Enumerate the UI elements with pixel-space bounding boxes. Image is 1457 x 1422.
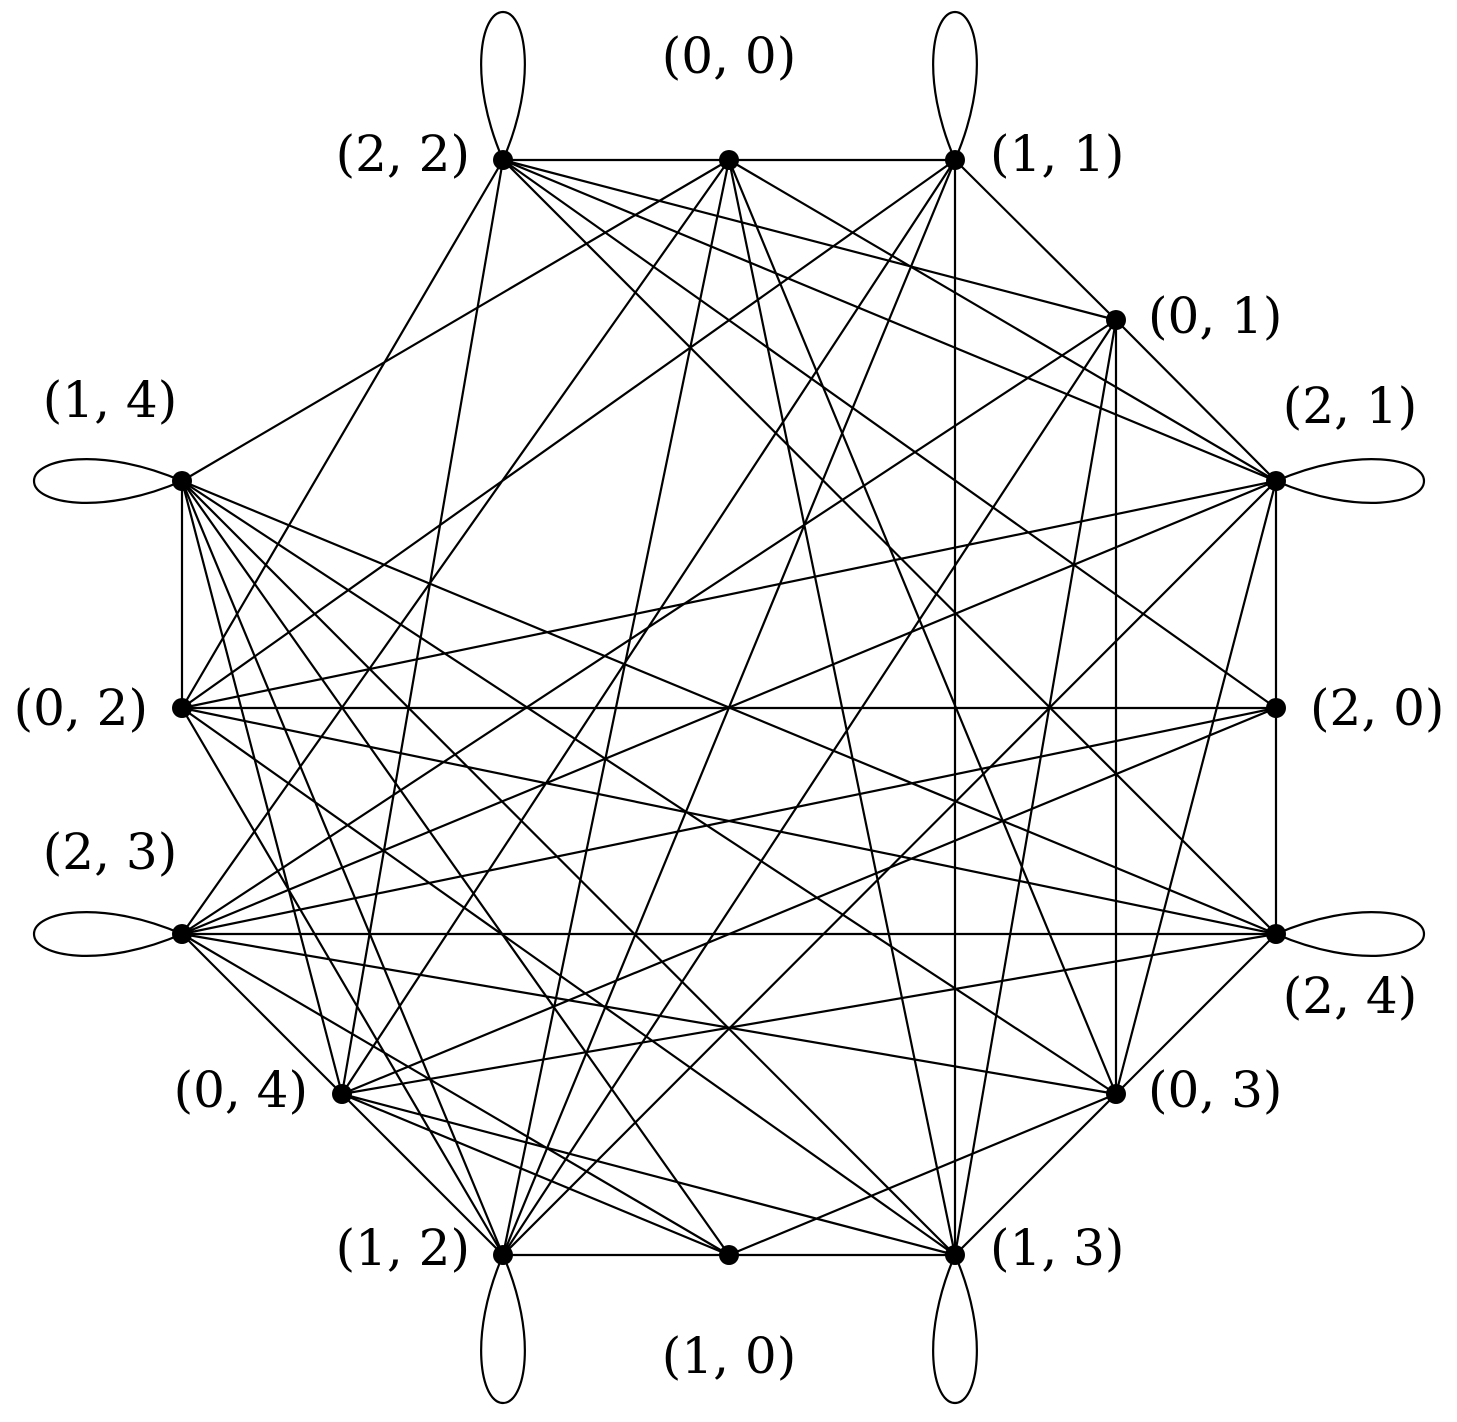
vertex-v13: [945, 1245, 965, 1265]
vertex-v10: [719, 1245, 739, 1265]
loop-v11: [932, 10, 978, 161]
vertex-label-v13: (1, 3): [990, 1219, 1124, 1277]
edge-v00-v14: [181, 159, 730, 482]
vertex-label-v20: (2, 0): [1310, 679, 1444, 737]
vertex-label-v21: (2, 1): [1283, 377, 1417, 435]
vertex-label-v03: (0, 3): [1148, 1061, 1282, 1119]
edge-v13-v14: [181, 480, 956, 1256]
vertex-v22: [493, 150, 513, 170]
loop-v22: [480, 10, 526, 161]
edge-v24-v02: [181, 706, 1277, 936]
edge-v22-v02: [181, 159, 504, 709]
edge-v21-v03: [1114, 480, 1278, 1095]
vertex-label-v22: (2, 2): [336, 125, 470, 183]
vertex-v03: [1106, 1084, 1126, 1104]
edge-v03-v23: [181, 932, 1117, 1096]
edge-v22-v04: [340, 159, 505, 1095]
vertex-label-v00: (0, 0): [662, 27, 796, 85]
edge-v13-v02: [181, 707, 956, 1256]
vertex-v12: [493, 1245, 513, 1265]
label-layer: (0, 0)(1, 1)(0, 1)(2, 1)(2, 0)(2, 4)(0, …: [14, 27, 1445, 1385]
edge-v21-v02: [181, 479, 1277, 710]
edge-v22-v01: [502, 158, 1117, 322]
vertex-v20: [1266, 698, 1286, 718]
edge-v20-v04: [341, 706, 1277, 1096]
vertex-v01: [1106, 310, 1126, 330]
edge-v13-v04: [341, 1092, 956, 1257]
edge-v10-v04: [341, 1092, 730, 1257]
edge-v10-v14: [181, 480, 730, 1256]
edge-v24-v03: [1115, 933, 1277, 1095]
vertex-v24: [1266, 924, 1286, 944]
vertex-v23: [172, 924, 192, 944]
vertex-label-v12: (1, 2): [336, 1219, 470, 1277]
vertex-v04: [332, 1084, 352, 1104]
loop-v21: [1275, 458, 1426, 504]
loop-v24: [1275, 911, 1426, 957]
vertex-label-v02: (0, 2): [14, 679, 148, 737]
edge-v24-v14: [181, 479, 1277, 936]
vertex-label-v01: (0, 1): [1148, 287, 1282, 345]
vertex-label-v10: (1, 0): [662, 1327, 796, 1385]
edge-v03-v14: [181, 480, 1117, 1095]
edge-v00-v13: [727, 159, 957, 1256]
edge-v04-v14: [180, 480, 344, 1095]
loop-v12: [480, 1254, 526, 1405]
edge-v03-v13: [954, 1093, 1117, 1256]
loop-v14: [32, 458, 183, 504]
vertex-v00: [719, 150, 739, 170]
vertex-label-v23: (2, 3): [43, 823, 177, 881]
vertex-v11: [945, 150, 965, 170]
vertex-label-v14: (1, 4): [43, 371, 177, 429]
edge-v10-v03: [728, 1092, 1117, 1257]
loop-layer: [32, 10, 1426, 1405]
edge-v01-v23: [181, 319, 1117, 935]
edge-v24-v04: [341, 932, 1277, 1096]
edge-v22-v20: [502, 159, 1277, 709]
edge-v01-v12: [502, 319, 1117, 1256]
edge-v12-v02: [181, 707, 504, 1256]
edge-v10-v23: [181, 933, 730, 1256]
vertex-v21: [1266, 471, 1286, 491]
edge-v00-v21: [728, 159, 1277, 482]
edge-v12-v14: [180, 480, 505, 1256]
edge-layer: [180, 158, 1278, 1257]
vertex-layer: [172, 150, 1286, 1265]
edge-v11-v01: [954, 159, 1117, 321]
edge-v01-v13: [953, 319, 1118, 1256]
edge-v00-v23: [181, 159, 730, 935]
vertex-label-v24: (2, 4): [1283, 967, 1417, 1025]
edge-v01-v21: [1115, 319, 1277, 482]
loop-v13: [932, 1254, 978, 1405]
vertex-v14: [172, 471, 192, 491]
edge-v11-v02: [181, 159, 956, 709]
vertex-label-v11: (1, 1): [990, 125, 1124, 183]
edge-v00-v12: [501, 159, 731, 1256]
vertex-label-v04: (0, 4): [174, 1061, 308, 1119]
loop-v23: [32, 911, 183, 957]
vertex-v02: [172, 698, 192, 718]
